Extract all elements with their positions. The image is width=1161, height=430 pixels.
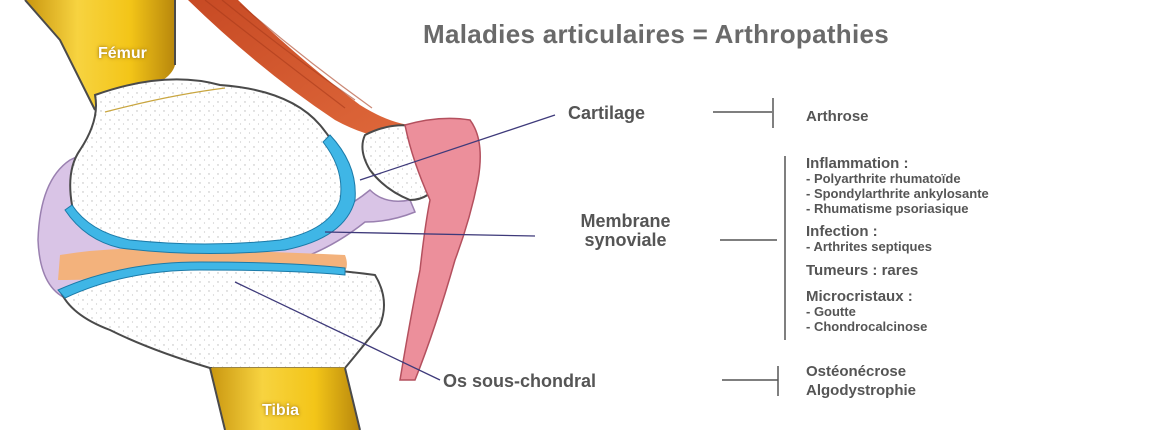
membrane-label: Membrane synoviale <box>548 212 703 250</box>
membrane-label-line1: Membrane <box>548 212 703 231</box>
disease-item: - Arthrites septiques <box>806 240 932 254</box>
disease-item: - Chondrocalcinose <box>806 320 927 334</box>
microcristaux-heading: Microcristaux : <box>806 289 913 305</box>
tumeurs-heading: Tumeurs : rares <box>806 263 918 279</box>
femur-label: Fémur <box>98 45 147 63</box>
tibia-shaft <box>210 368 360 430</box>
disease-item: - Goutte <box>806 305 856 319</box>
osteonecrose-text: Ostéonécrose <box>806 364 906 380</box>
os-label: Os sous-chondral <box>443 372 596 391</box>
tibia-label: Tibia <box>262 402 299 420</box>
cartilage-label: Cartilage <box>568 104 645 123</box>
brackets <box>713 98 785 396</box>
infection-heading: Infection : <box>806 224 878 240</box>
membrane-label-line2: synoviale <box>548 231 703 250</box>
femoral-condyle <box>70 79 346 248</box>
disease-item: - Polyarthrite rhumatoïde <box>806 172 961 186</box>
arthrose-text: Arthrose <box>806 109 869 125</box>
disease-item: - Rhumatisme psoriasique <box>806 202 969 216</box>
page-title: Maladies articulaires = Arthropathies <box>423 19 889 50</box>
disease-item: - Spondylarthrite ankylosante <box>806 187 989 201</box>
inflammation-heading: Inflammation : <box>806 156 909 172</box>
algodystrophie-text: Algodystrophie <box>806 383 916 399</box>
